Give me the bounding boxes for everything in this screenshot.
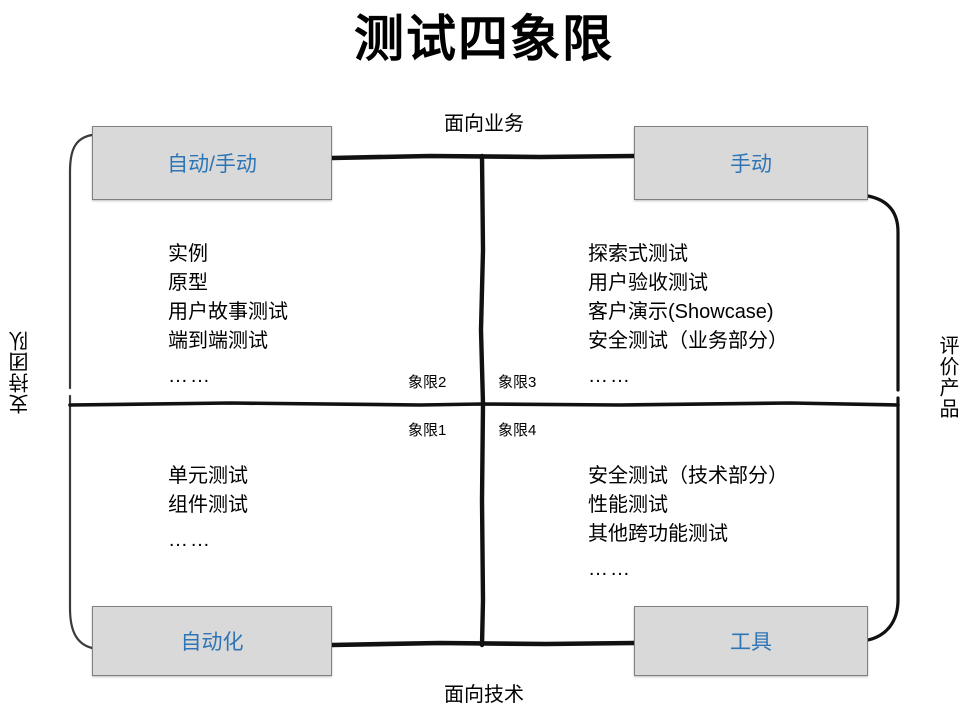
corner-box-top-right[interactable]: 手动 [634,126,868,200]
list-item: 性能测试 [588,494,668,516]
axis-label-top: 面向业务 [444,113,524,135]
list-item: 原型 [168,272,208,294]
list-item: 实例 [168,243,208,265]
quadrant-tag-4: 象限4 [498,422,537,439]
page-title: 测试四象限 [354,11,614,67]
list-item-ellipsis: …… [588,365,632,387]
quadrant-3-content: 探索式测试 用户验收测试 客户演示(Showcase) 安全测试（业务部分） …… [588,240,788,391]
list-item: 端到端测试 [168,330,268,352]
list-item: 客户演示(Showcase) [588,301,774,323]
corner-box-bottom-right-label: 工具 [730,631,772,654]
corner-box-top-left[interactable]: 自动/手动 [92,126,332,200]
axis-label-bottom: 面向技术 [444,684,524,706]
corner-box-top-left-label: 自动/手动 [167,153,257,176]
list-item: 单元测试 [168,465,248,487]
list-item: 用户验收测试 [588,272,708,294]
list-item-ellipsis: …… [168,365,212,387]
list-item-ellipsis: …… [588,558,632,580]
quadrant-2-content: 实例 原型 用户故事测试 端到端测试 …… [168,240,288,391]
list-item: 组件测试 [168,494,248,516]
axis-label-left: 支持团队 [10,330,32,414]
list-item: 安全测试（业务部分） [588,330,788,352]
quadrant-tag-3: 象限3 [498,374,537,391]
quadrant-tag-1: 象限1 [408,422,447,439]
corner-box-top-right-label: 手动 [730,153,772,176]
corner-box-bottom-left[interactable]: 自动化 [92,606,332,676]
list-item: 用户故事测试 [168,301,288,323]
list-item: 其他跨功能测试 [588,523,728,545]
corner-box-bottom-right[interactable]: 工具 [634,606,868,676]
list-item: 探索式测试 [588,243,688,265]
quadrant-1-content: 单元测试 组件测试 …… [168,462,248,555]
corner-box-bottom-left-label: 自动化 [180,631,244,654]
quadrant-4-content: 安全测试（技术部分） 性能测试 其他跨功能测试 …… [588,462,788,584]
quadrant-tag-2: 象限2 [408,374,447,391]
axis-label-right: 评价产品 [936,335,958,419]
list-item: 安全测试（技术部分） [588,465,788,487]
list-item-ellipsis: …… [168,529,212,551]
